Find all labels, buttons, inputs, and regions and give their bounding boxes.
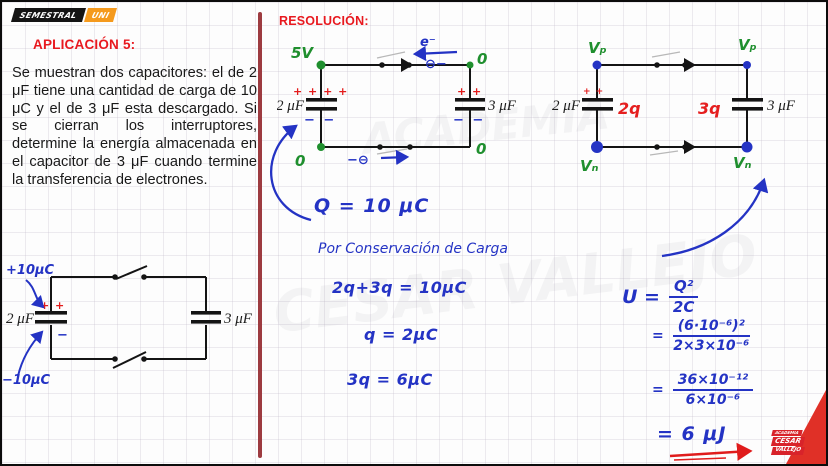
circuit-wires: [50, 276, 207, 360]
closed-switch-top: [651, 51, 696, 72]
badge-uni: UNI: [83, 8, 118, 22]
work-q-total: Q = 10 μC: [314, 195, 430, 217]
electron-flow-arrow: [412, 45, 458, 62]
resolution-title: RESOLUCIÓN:: [279, 14, 369, 28]
charge-bottom-label: −10μC: [2, 373, 51, 388]
cap-2uf-label: 2 μF: [6, 311, 35, 327]
charge-flow-bottom-arrow: [380, 149, 410, 166]
charge-flow-bottom: −⊖: [347, 153, 369, 168]
energy-simplified: = 36×10⁻¹² 6×10⁻⁶: [652, 372, 754, 408]
fraction-substituted: (6·10⁻⁶)² 2×3×10⁻⁶: [672, 318, 750, 355]
problem-circuit-diagram: 2 μF 3 μF +10μC −10μC + + −: [2, 263, 253, 388]
work-eq2: q = 2μC: [364, 325, 439, 344]
work-conservation: Por Conservación de Carga: [318, 241, 508, 257]
closed-switch-top: [376, 51, 413, 72]
result-underline-arrow: [669, 442, 753, 461]
minus-mark: −: [57, 328, 70, 343]
plus-marks-left: + +: [583, 87, 604, 97]
energy-lhs: U =: [622, 286, 660, 309]
energy-result: = 6 μJ: [657, 423, 727, 445]
course-badge: SEMESTRAL UNI: [10, 8, 118, 22]
minus-row-left: − −: [304, 113, 336, 128]
logo-cesar: CESAR: [771, 436, 806, 446]
cesar-vallejo-logo: ACADEMIA CESAR VALLEJO: [771, 429, 806, 454]
closed-switch-bottom: [376, 144, 413, 155]
minus-row-right: − −: [453, 113, 485, 128]
charge-2q-label: 2q: [618, 99, 641, 118]
node-vp-right: Vₚ: [738, 36, 757, 54]
node-voltage-0-br: 0: [476, 140, 486, 158]
capacitor-plates: [35, 311, 221, 324]
fraction-q2-2c: Q² 2C: [668, 277, 699, 317]
energy-formula: U = Q² 2C: [622, 277, 699, 317]
badge-semestral: SEMESTRAL: [10, 8, 86, 22]
charge-top-label: +10μC: [6, 263, 55, 278]
cap-3uf-label: 3 μF: [487, 98, 517, 114]
panel-divider: [258, 12, 262, 458]
node-dots: [591, 60, 753, 153]
equals-sign: =: [652, 328, 664, 345]
closed-switch-bottom: [649, 140, 696, 156]
equals-sign: =: [652, 382, 664, 399]
node-voltage-5v: 5V: [291, 44, 314, 62]
resolution-circuit-1: 2 μF 3 μF 5V 0 0 0 e⁻ ⊖− −⊖ + + + + − − …: [277, 35, 517, 170]
cap-2uf-label: 2 μF: [277, 98, 305, 114]
resolution-circuit-2: 2 μF 3 μF Vₚ Vₚ Vₙ Vₙ 2q 3q + +: [552, 36, 796, 175]
plus-row-left: + + + +: [293, 85, 348, 98]
node-vp-left: Vₚ: [588, 39, 607, 57]
capacitor-plates: [582, 98, 763, 111]
fraction-simplified: 36×10⁻¹² 6×10⁻⁶: [672, 372, 754, 408]
node-voltage-0-tr: 0: [477, 50, 487, 68]
node-vn-left: Vₙ: [580, 157, 599, 175]
logo-academia: ACADEMIA: [771, 429, 803, 436]
open-switch-bottom: [112, 351, 147, 369]
problem-statement: Se muestran dos capacitores: el de 2 μF …: [12, 65, 257, 188]
charge-flow-top: ⊖−: [425, 57, 447, 72]
annotation-arrows: [17, 279, 45, 377]
plus-marks: + +: [40, 299, 65, 312]
cap-3uf-label: 3 μF: [766, 98, 796, 114]
problem-title: APLICACIÓN 5:: [33, 37, 136, 52]
electron-label: e⁻: [420, 35, 436, 50]
plus-row-right: + +: [457, 85, 482, 98]
arrow-formula-to-node: [661, 177, 769, 258]
node-voltage-0-bl: 0: [295, 152, 305, 170]
energy-substitution: = (6·10⁻⁶)² 2×3×10⁻⁶: [652, 318, 750, 354]
work-eq3: 3q = 6μC: [347, 370, 433, 389]
work-eq1: 2q+3q = 10μC: [332, 278, 467, 297]
node-vn-right: Vₙ: [733, 154, 752, 172]
cap-2uf-label: 2 μF: [552, 98, 581, 114]
cap-3uf-label: 3 μF: [223, 311, 253, 327]
open-switch-top: [112, 265, 148, 280]
result-underline-stroke: [673, 457, 727, 461]
node-dots: [316, 60, 474, 151]
circuit-wires: [320, 64, 471, 148]
logo-vallejo: VALLEJO: [771, 446, 805, 454]
charge-3q-label: 3q: [698, 99, 721, 118]
capacitor-plates: [306, 98, 485, 111]
